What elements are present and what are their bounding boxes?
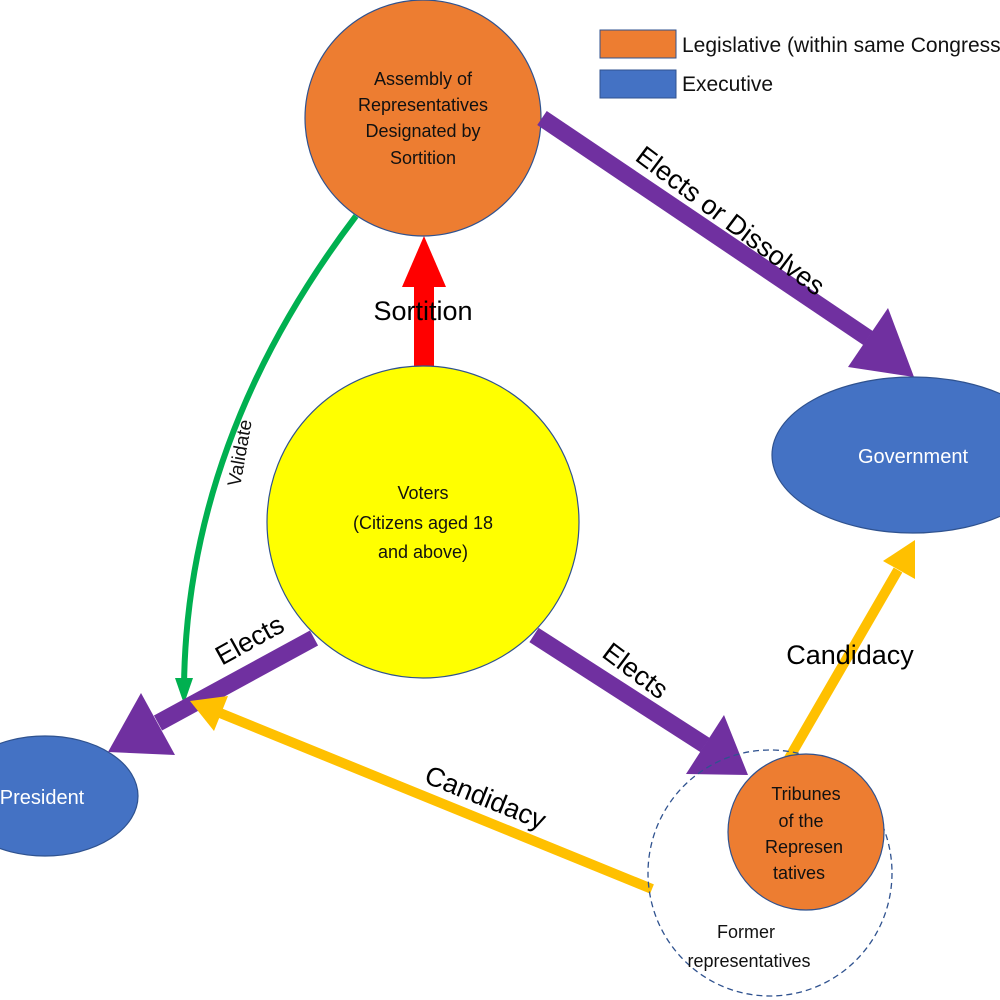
candidacy-government-head: [883, 540, 915, 579]
tribunes-circle: [727, 753, 885, 911]
assembly-label-line-1: Assembly of: [374, 69, 473, 89]
candidacy-government-arrow: [783, 540, 915, 763]
president-label: President: [0, 787, 85, 809]
tribunes-label-line-4: tatives: [773, 863, 825, 883]
assembly-node: Assembly of Representatives Designated b…: [304, 0, 542, 237]
legend-label-legislative: Legislative (within same Congress): [682, 34, 1000, 57]
voters-node: Voters (Citizens aged 18 and above): [266, 365, 580, 679]
validate-arrow-head: [175, 678, 193, 704]
voters-circle: [266, 365, 580, 679]
elects-tribunes-head: [686, 715, 748, 775]
sortition-arrow: [402, 236, 446, 367]
voters-label-line-2: (Citizens aged 18: [353, 513, 493, 533]
assembly-label-line-2: Representatives: [358, 95, 488, 115]
candidacy-president-arrow: [190, 696, 654, 894]
elects-or-dissolves-head: [848, 308, 914, 377]
elects-tribunes-shaft: [529, 627, 710, 753]
former-representatives-label-line-1: Former: [717, 922, 775, 942]
sortition-arrow-shaft: [414, 285, 434, 367]
former-representatives-label-line-2: representatives: [687, 951, 810, 971]
candidacy-president-shaft: [218, 708, 654, 894]
assembly-label-line-4: Sortition: [390, 148, 456, 168]
president-ellipse: [0, 735, 139, 857]
elects-or-dissolves-label: Elects or Dissolves: [630, 140, 830, 301]
assembly-circle: [304, 0, 542, 237]
validate-arrow: [175, 214, 359, 704]
legend-swatch-legislative: [599, 29, 677, 59]
government-label: Government: [858, 446, 968, 468]
legend-label-executive: Executive: [682, 73, 773, 96]
president-node: President: [0, 735, 139, 857]
voters-label-line-1: Voters: [397, 483, 448, 503]
elects-president-head: [108, 693, 175, 755]
tribunes-label-line-2: of the: [778, 811, 823, 831]
sortition-label: Sortition: [373, 296, 472, 326]
elects-president-shaft: [153, 630, 319, 731]
legend-swatch-executive: [599, 69, 677, 99]
validate-arrow-shaft: [181, 214, 359, 689]
tribunes-node: Tribunes of the Represen tatives: [727, 753, 885, 911]
elects-or-dissolves-arrow: [537, 110, 914, 377]
government-ellipse: [771, 376, 1000, 534]
elects-or-dissolves-shaft: [537, 110, 873, 346]
former-representatives-boundary: [647, 749, 893, 997]
elects-tribunes-arrow: [529, 627, 748, 775]
legend: Legislative (within same Congress) Execu…: [599, 29, 1000, 99]
sortition-arrow-head: [402, 236, 446, 287]
voters-label-line-3: and above): [378, 542, 468, 562]
tribunes-label-line-3: Represen: [765, 837, 843, 857]
validate-label: Validate: [224, 418, 256, 488]
elects-president-arrow: [108, 630, 319, 755]
tribunes-label-line-1: Tribunes: [771, 784, 840, 804]
candidacy-president-head: [190, 696, 228, 731]
assembly-label-line-3: Designated by: [365, 121, 480, 141]
government-node: Government: [771, 376, 1000, 534]
candidacy-government-shaft: [783, 567, 903, 763]
candidacy-government-label: Candidacy: [786, 640, 914, 670]
